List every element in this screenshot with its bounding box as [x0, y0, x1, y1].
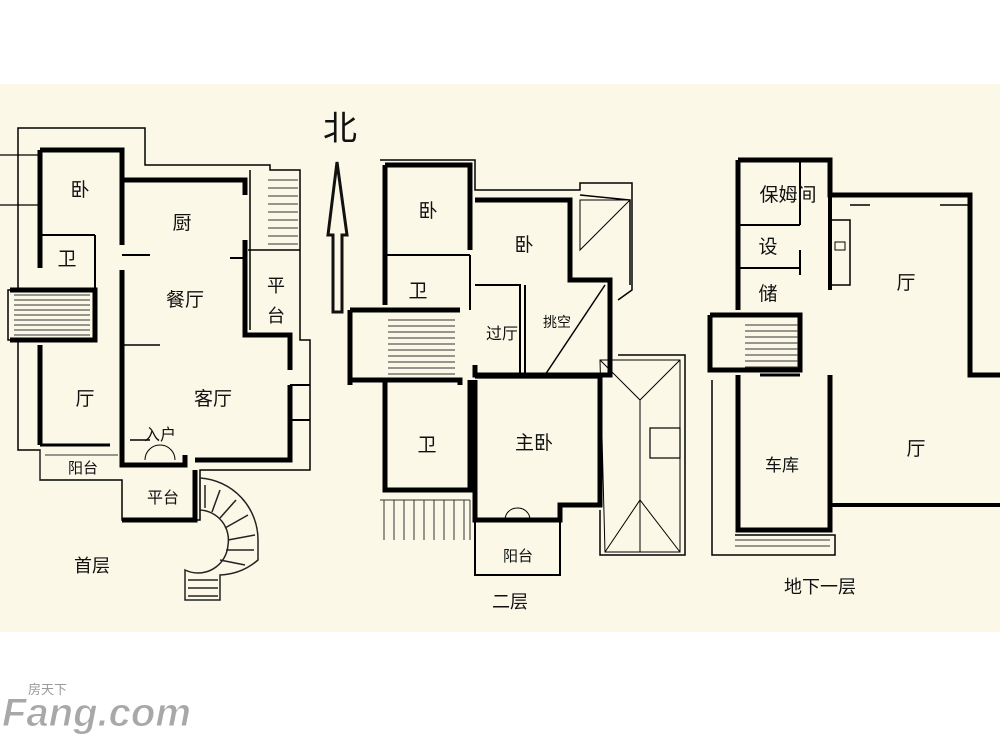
room-bath-south: 卫 — [417, 434, 436, 456]
room-nanny: 保姆间 — [759, 184, 816, 206]
plan-sheet — [0, 84, 1000, 632]
basement-plan — [707, 157, 1000, 556]
room-bedroom-nw: 卧 — [418, 200, 437, 222]
room-dining: 餐厅 — [166, 289, 204, 311]
room-kitchen: 厨 — [172, 212, 191, 234]
room-corridor: 过厅 — [486, 324, 518, 343]
room-bath-north: 卫 — [408, 280, 427, 302]
room-terrace-east-line2: 台 — [267, 306, 285, 327]
fang-logo: 房天下 Fang.com — [2, 682, 191, 736]
room-storage: 储 — [758, 283, 777, 305]
fang-logo-text: Fang.com — [2, 691, 190, 735]
room-terrace-south: 平台 — [147, 488, 179, 507]
room-terrace-east-line1: 平 — [267, 276, 285, 297]
caption-first-floor: 首层 — [74, 556, 110, 577]
room-hall: 厅 — [75, 388, 94, 410]
room-balcony: 阳台 — [68, 459, 98, 477]
room-bedroom: 卧 — [70, 179, 89, 201]
room-balcony-2f: 阳台 — [503, 547, 533, 565]
room-bath: 卫 — [57, 248, 76, 270]
room-hall-north: 厅 — [896, 272, 915, 294]
caption-basement: 地下一层 — [784, 577, 856, 598]
room-master: 主卧 — [515, 432, 553, 454]
room-equipment: 设 — [758, 236, 777, 258]
first-floor-plan — [0, 127, 311, 601]
room-hall-south: 厅 — [906, 438, 925, 460]
second-floor-plan — [347, 159, 686, 576]
room-living: 客厅 — [194, 388, 232, 410]
room-bedroom-ne: 卧 — [514, 234, 533, 256]
north-arrow — [326, 161, 349, 314]
fang-logo-cn: 房天下 — [28, 682, 67, 698]
north-label: 北 — [323, 109, 357, 149]
room-void: 挑空 — [543, 315, 571, 331]
caption-second-floor: 二层 — [492, 592, 528, 613]
room-entry: 入户 — [144, 425, 176, 444]
room-garage: 车库 — [765, 456, 799, 476]
